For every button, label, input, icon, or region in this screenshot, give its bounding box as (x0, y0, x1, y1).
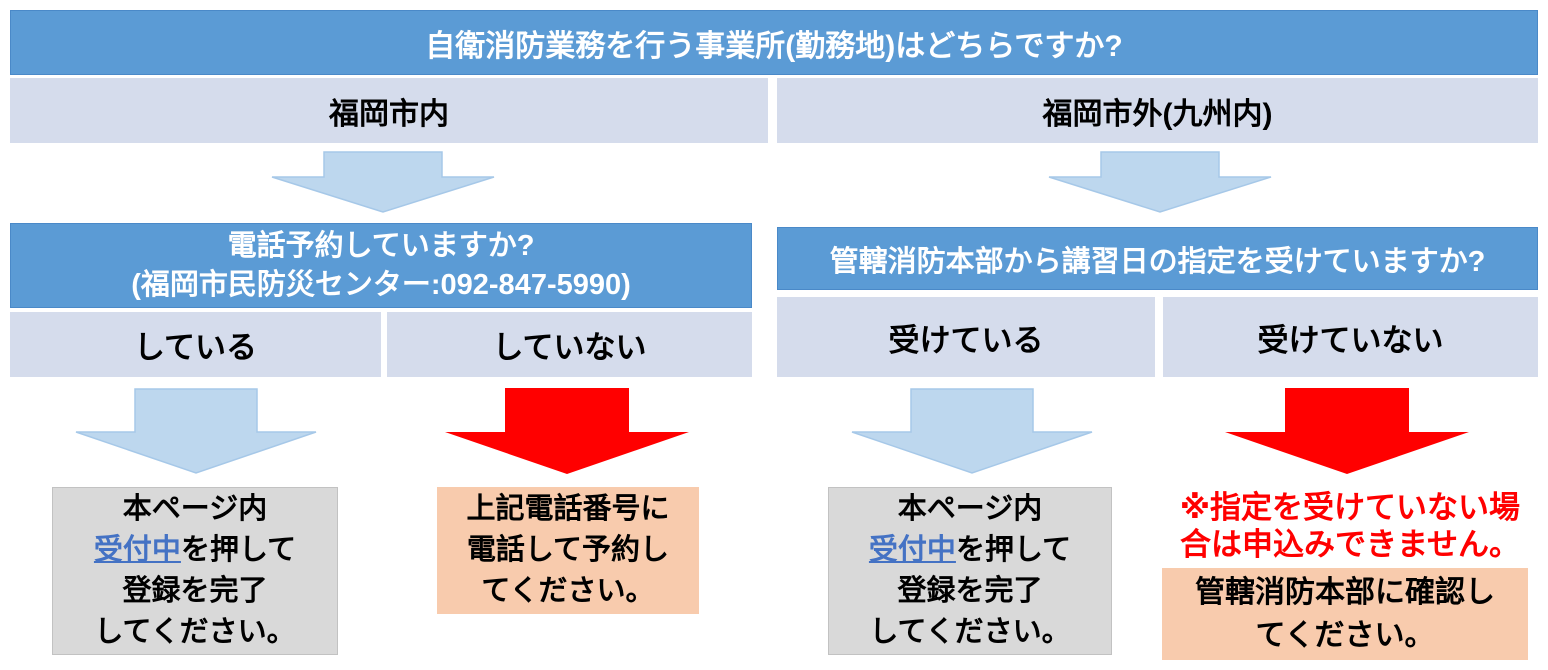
register-line1: 本ページ内 (122, 493, 268, 525)
option-cell-fukuoka-city: 福岡市内 (10, 78, 768, 143)
option-label-reserved-no: していない (492, 330, 647, 365)
reception-link[interactable]: 受付中 (868, 534, 956, 566)
warning-line1: ※指定を受けていない場 (1179, 490, 1521, 525)
phone-question-line1: 電話予約していますか? (227, 229, 535, 262)
option-label-reserved-yes: している (133, 330, 258, 365)
register-line2: 受付中を押して (94, 530, 296, 571)
phone-reservation-question-banner: 電話予約していますか? (福岡市民防災センター:092-847-5990) (10, 223, 752, 308)
register-line4: してください。 (869, 616, 1071, 648)
phone-question-line2: (福岡市民防災センター:092-847-5990) (131, 268, 631, 301)
call-line2: 電話して予約し (466, 534, 670, 566)
option-cell-reserved-yes: している (10, 312, 381, 377)
result-box-register-left: 本ページ内 受付中を押して 登録を完了 してください。 (52, 487, 338, 655)
top-question-text: 自衛消防業務を行う事業所(勤務地)はどちらですか? (425, 29, 1123, 63)
top-question-banner: 自衛消防業務を行う事業所(勤務地)はどちらですか? (10, 10, 1538, 75)
down-arrow-icon (850, 388, 1094, 474)
option-cell-designated-no: 受けていない (1163, 297, 1538, 377)
option-label-outside-city: 福岡市外(九州内) (1042, 97, 1273, 131)
warning-line2: 合は申込みできません。 (1179, 527, 1521, 562)
call-line3: てください。 (481, 575, 655, 607)
down-arrow-icon (74, 388, 318, 474)
register-line2: 受付中を押して (869, 530, 1071, 571)
register-line3: 登録を完了 (122, 575, 268, 607)
result-box-confirm-hq: 管轄消防本部に確認し てください。 (1162, 568, 1528, 660)
option-label-fukuoka-city: 福岡市内 (329, 97, 449, 131)
option-cell-designated-yes: 受けている (777, 297, 1155, 377)
register-line3: 登録を完了 (897, 575, 1043, 607)
down-arrow-red-icon (1225, 388, 1469, 474)
option-cell-reserved-no: していない (387, 312, 752, 377)
register-line2-rest: を押して (180, 534, 297, 566)
register-line1: 本ページ内 (897, 493, 1043, 525)
register-line2-rest: を押して (955, 534, 1072, 566)
down-arrow-icon (270, 151, 496, 213)
option-label-designated-no: 受けていない (1257, 322, 1444, 358)
no-application-warning: ※指定を受けていない場 合は申込みできません。 (1155, 488, 1545, 564)
confirm-line2: てください。 (1255, 619, 1435, 652)
reception-link[interactable]: 受付中 (93, 534, 181, 566)
result-box-register-right: 本ページ内 受付中を押して 登録を完了 してください。 (828, 487, 1112, 655)
call-line1: 上記電話番号に (466, 493, 670, 525)
option-cell-outside-city: 福岡市外(九州内) (777, 78, 1538, 143)
jurisdiction-question-banner: 管轄消防本部から講習日の指定を受けていますか? (777, 227, 1538, 290)
register-line4: してください。 (94, 616, 296, 648)
down-arrow-icon (1047, 151, 1273, 213)
jurisdiction-question-text: 管轄消防本部から講習日の指定を受けていますか? (829, 245, 1486, 278)
result-box-call-to-reserve: 上記電話番号に 電話して予約し てください。 (437, 487, 699, 614)
confirm-line1: 管轄消防本部に確認し (1195, 576, 1495, 609)
option-label-designated-yes: 受けている (888, 322, 1044, 358)
down-arrow-red-icon (445, 388, 689, 474)
